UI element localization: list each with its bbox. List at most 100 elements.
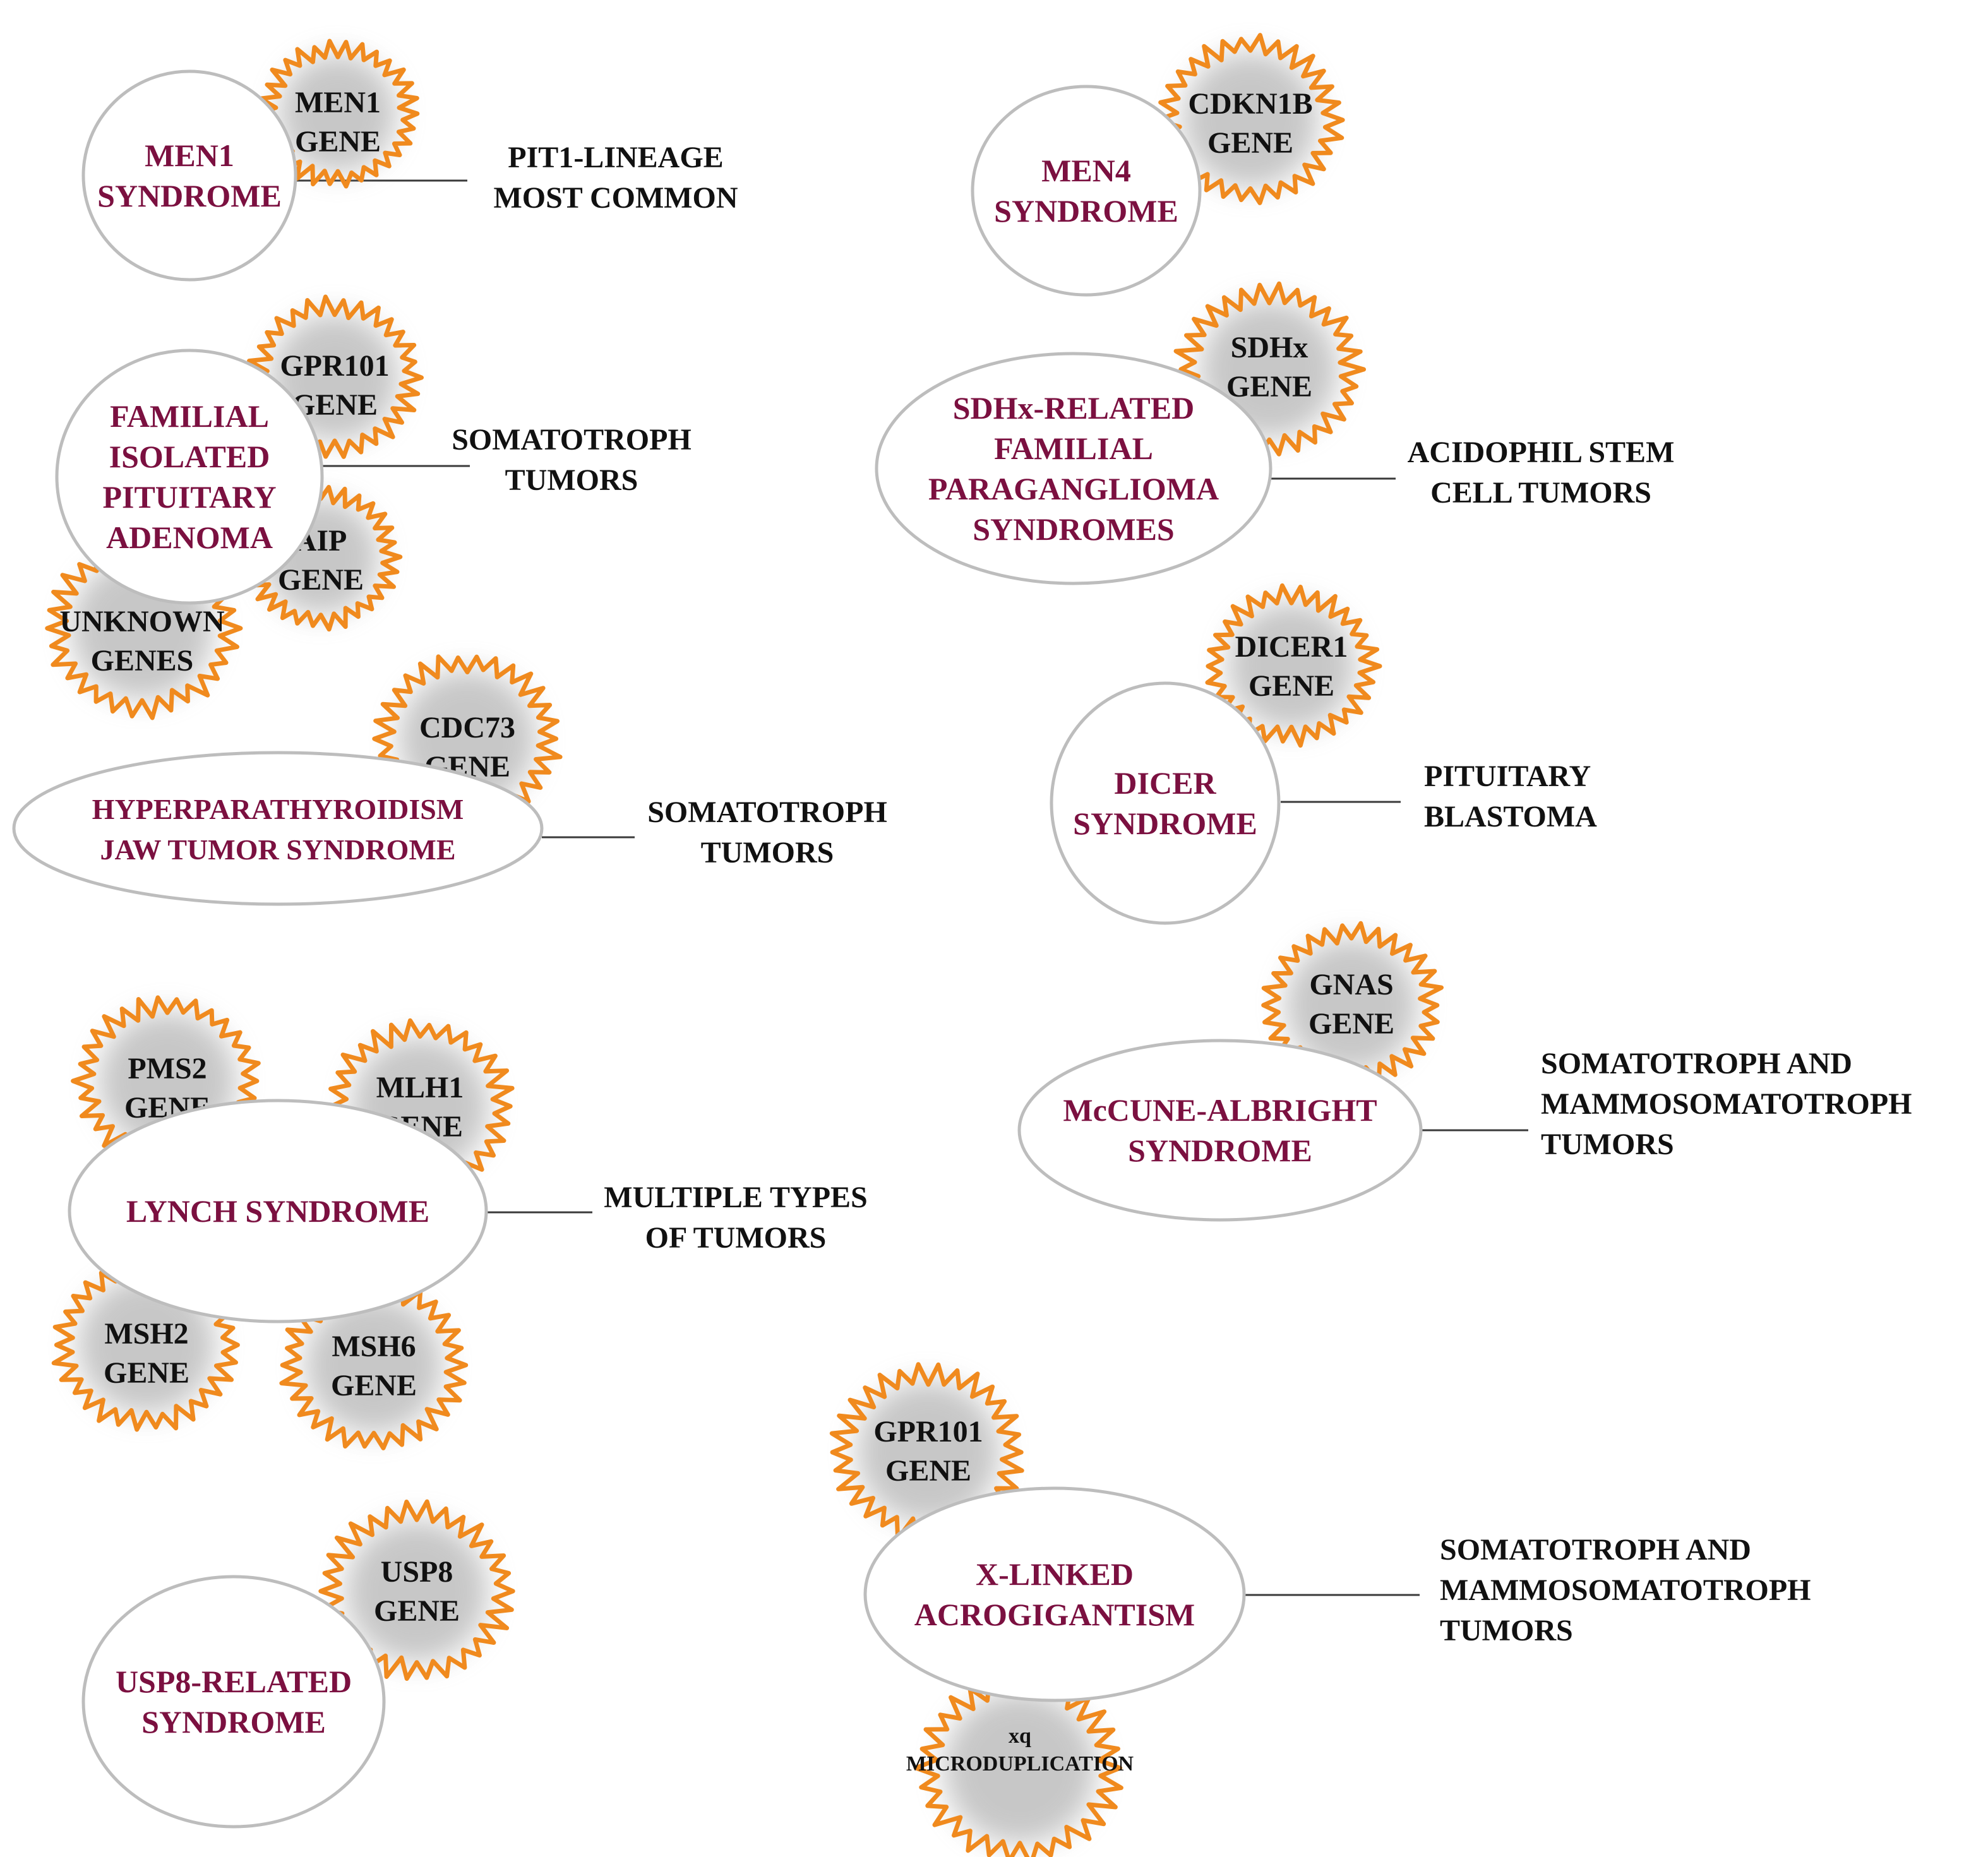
- gene-burst-outline: [318, 1499, 515, 1681]
- hpt-jt-tumor-label-line: TUMORS: [701, 836, 834, 869]
- mccune-tumor-label-line: MAMMOSOMATOTROPH: [1541, 1087, 1912, 1121]
- hpt-jt-syndrome-label-line: JAW TUMOR SYNDROME: [100, 833, 455, 866]
- hpt-jt-syndrome-label-line: HYPERPARATHYROIDISM: [92, 793, 464, 825]
- sdhx-tumor-label-line: ACIDOPHIL STEM: [1408, 436, 1675, 469]
- xlag-syndrome-label-line: X-LINKED: [976, 1556, 1134, 1592]
- men1-gene-label-line: GENE: [295, 125, 381, 158]
- gene-shadow: [1284, 938, 1418, 1072]
- gpr101-gene-fipa-label-line: GPR101: [280, 349, 389, 383]
- gene-shadow: [304, 1296, 443, 1435]
- dicer-tumor-label-line: PITUITARY: [1424, 760, 1591, 793]
- gene-shadow: [1227, 602, 1356, 731]
- sdhx-syndrome-label-line: PARAGANGLIOMA: [928, 471, 1219, 506]
- gene-burst-outline: [1261, 921, 1444, 1090]
- fipa-syndrome-label-line: PITUITARY: [102, 479, 276, 515]
- gnas-gene-label-line: GNAS: [1309, 968, 1393, 1001]
- connectors-layer: [297, 179, 1528, 1596]
- aip-gene-label-line: GENE: [278, 563, 364, 597]
- lynch-syndrome: LYNCH SYNDROME: [68, 1099, 488, 1323]
- fipa-tumor-label-line: SOMATOTROPH: [452, 423, 692, 457]
- dicer-syndrome-label-line: DICER: [1114, 765, 1216, 801]
- usp8-gene-label-line: USP8: [381, 1555, 453, 1589]
- usp8-syndrome-label-line: SYNDROME: [141, 1704, 326, 1740]
- dicer-tumor-label: PITUITARY BLASTOMA: [1424, 760, 1597, 833]
- mccune-syndrome-label: McCUNE-ALBRIGHT SYNDROME: [1063, 1092, 1377, 1168]
- sdhx-syndrome-label-line: SDHx-RELATED: [953, 390, 1194, 426]
- men1-gene-label-line: MEN1: [295, 86, 381, 119]
- usp8-syndrome-label: USP8-RELATED SYNDROME: [116, 1664, 352, 1740]
- fipa-tumor-label-line: TUMORS: [505, 463, 638, 497]
- msh2-gene-label-line: GENE: [104, 1356, 189, 1390]
- lynch-tumor-label-line: MULTIPLE TYPES: [604, 1181, 867, 1214]
- pms2-gene-label-line: PMS2: [128, 1052, 207, 1085]
- mccune-syndrome-label-line: SYNDROME: [1128, 1133, 1312, 1168]
- xq-microduplication-label-line: xq: [1009, 1724, 1031, 1748]
- syndrome-ellipse: [863, 1486, 1246, 1702]
- dicer-syndrome: DICER SYNDROME: [1050, 681, 1281, 925]
- gene-shadow: [856, 1380, 1000, 1524]
- xlag-tumor-label-line: MAMMOSOMATOTROPH: [1440, 1573, 1811, 1607]
- syndrome-ellipse: [1017, 1039, 1423, 1222]
- mccune-syndrome-label-line: McCUNE-ALBRIGHT: [1063, 1092, 1377, 1128]
- dicer-syndrome-label-line: SYNDROME: [1073, 806, 1257, 841]
- usp8-syndrome-label-line: USP8-RELATED: [116, 1664, 352, 1699]
- sdhx-gene-label-line: GENE: [1226, 370, 1312, 403]
- fipa-syndrome-label-line: FAMILIAL: [110, 398, 269, 434]
- men4-syndrome-label-line: SYNDROME: [994, 193, 1178, 229]
- men1-syndrome-label-line: MEN1: [145, 138, 234, 173]
- unknown-genes-label-line: GENES: [91, 644, 194, 678]
- dicer-tumor-label-line: BLASTOMA: [1424, 800, 1597, 833]
- xlag-tumor-label-line: TUMORS: [1440, 1614, 1573, 1647]
- mccune-tumor-label-line: SOMATOTROPH AND: [1541, 1047, 1852, 1080]
- fipa-tumor-label: SOMATOTROPH TUMORS: [452, 423, 692, 497]
- mlh1-gene-label-line: MLH1: [376, 1071, 464, 1104]
- men4-syndrome-label-line: MEN4: [1041, 153, 1131, 188]
- fipa-syndrome-label-line: ISOLATED: [109, 439, 270, 474]
- cdkn1b-gene-label-line: CDKN1B: [1188, 87, 1312, 121]
- cdc73-gene-label-line: CDC73: [419, 711, 515, 744]
- men1-syndrome-label-line: SYNDROME: [97, 178, 282, 213]
- lynch-tumor-label: MULTIPLE TYPES OF TUMORS: [604, 1181, 867, 1255]
- gene-shadow: [345, 1519, 489, 1663]
- lynch-syndrome-label: LYNCH SYNDROME: [126, 1193, 429, 1229]
- gene-shadow: [1182, 52, 1319, 188]
- msh2-gene-label-line: MSH2: [104, 1317, 188, 1351]
- syndrome-ellipse: [68, 1099, 488, 1323]
- sdhx-gene-label-line: SDHx: [1231, 331, 1308, 364]
- sdhx-syndrome-label-line: FAMILIAL: [994, 431, 1153, 466]
- men1-tumor-label-line: MOST COMMON: [493, 181, 738, 215]
- usp8-gene-label-line: GENE: [374, 1594, 460, 1628]
- gene-burst-outline: [1173, 281, 1366, 457]
- syndrome-ellipse: [81, 1575, 386, 1829]
- dicer1-gene-label-line: GENE: [1248, 669, 1334, 703]
- syndrome-ellipse: [12, 751, 544, 906]
- lynch-tumor-label-line: OF TUMORS: [645, 1221, 827, 1255]
